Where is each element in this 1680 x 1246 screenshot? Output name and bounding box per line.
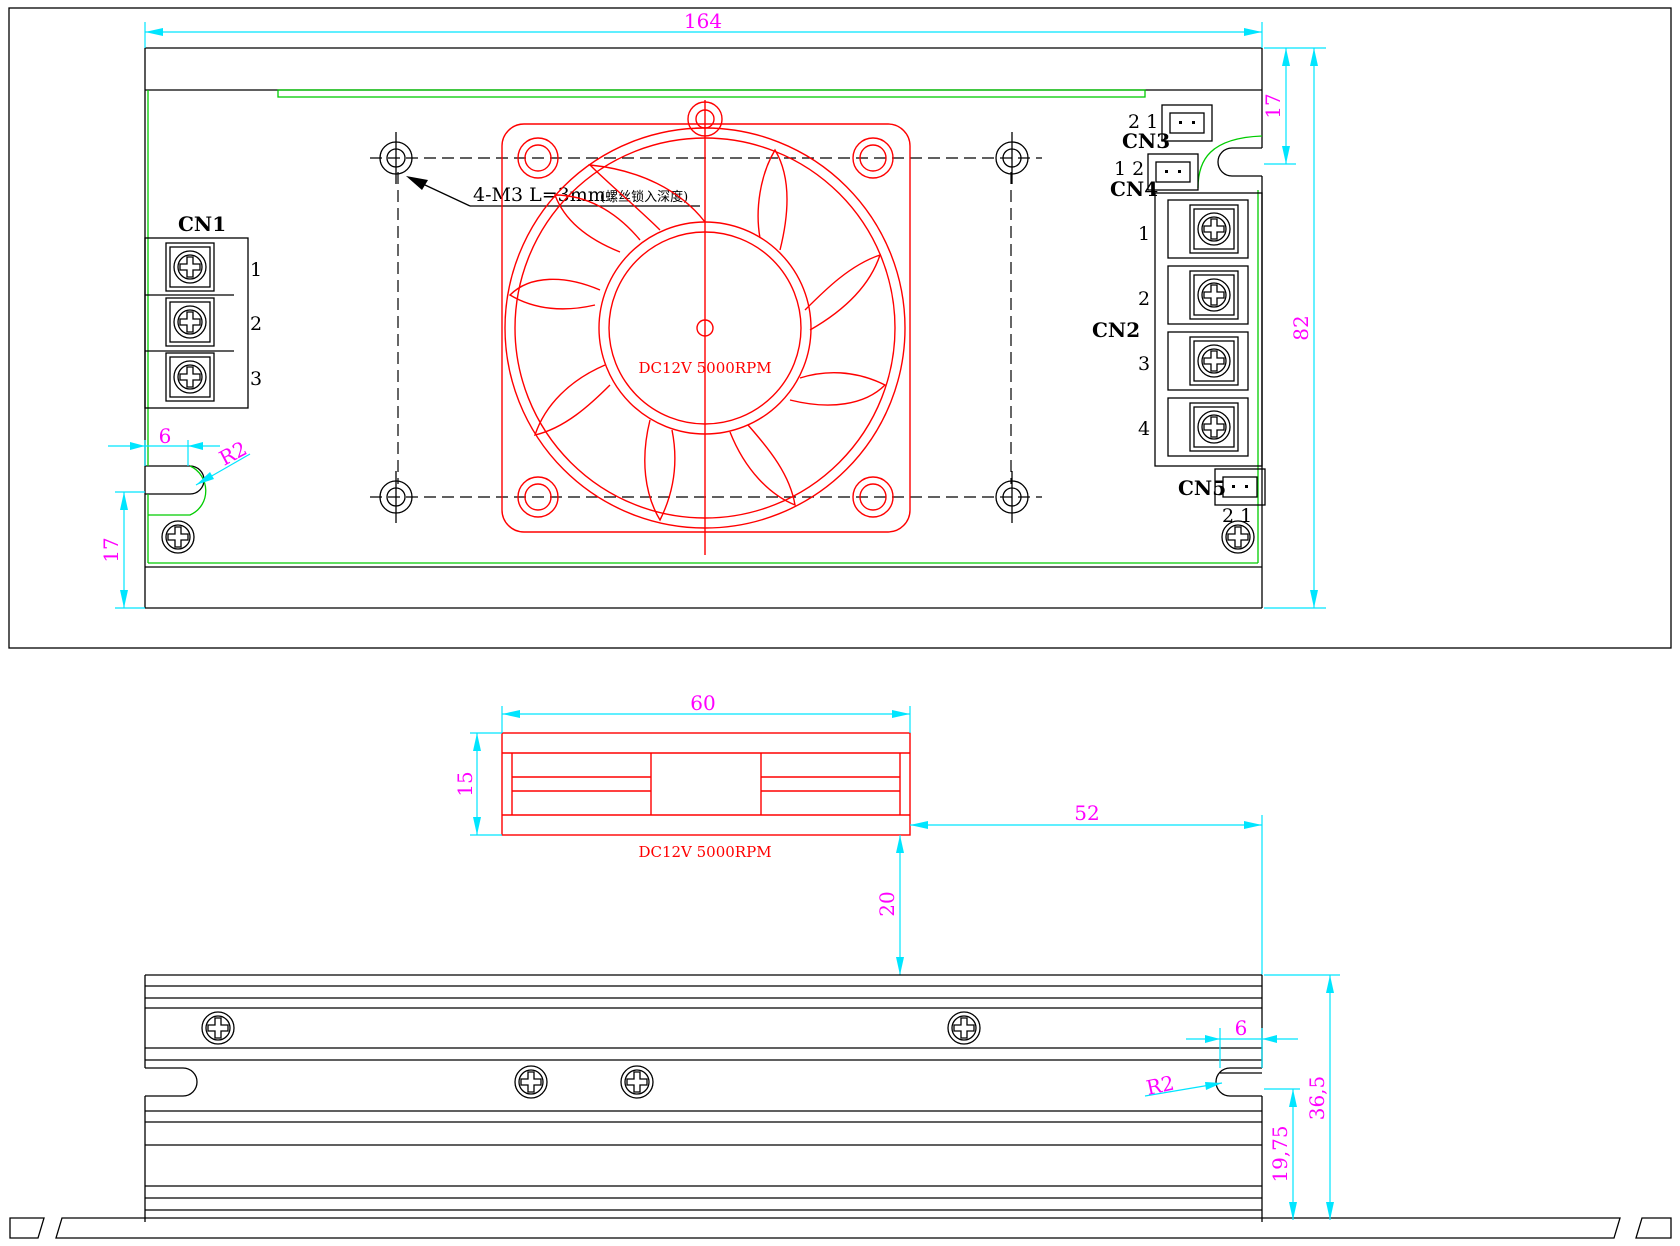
cn5-connector: CN5 2 1 (1178, 468, 1266, 527)
dimension-20: 20 (875, 835, 904, 975)
screw-icon (514, 1065, 548, 1099)
dimension-6-top: 6 (108, 424, 220, 466)
dimension-60-text: 60 (690, 691, 715, 715)
cn1-pin-1: 1 (250, 259, 262, 281)
cn1-pin-3: 3 (250, 368, 262, 390)
fan-spec-side: DC12V 5000RPM (638, 843, 771, 861)
dimension-36-5-text: 36,5 (1305, 1076, 1329, 1121)
dimension-17-top-text: 17 (1261, 93, 1285, 118)
cn1-connector: CN1 1 2 3 (144, 212, 262, 409)
cn3-pins: 2 1 (1128, 111, 1158, 133)
dimension-19-75-text: 19,75 (1268, 1125, 1292, 1182)
side-view: DC12V 5000RPM 60 15 52 (9, 691, 1672, 1239)
top-view: 4-M3 L=3mm (螺丝锁入深度) (8, 7, 1672, 649)
dimension-r2-top: R2 (195, 436, 251, 486)
dimension-60: 60 (501, 691, 911, 733)
heatsink-profile (144, 974, 1263, 1222)
cn3-label: CN3 (1122, 129, 1170, 153)
cn2-pin-2: 2 (1138, 288, 1150, 310)
dimension-164: 164 (144, 9, 1263, 48)
dimension-r2-side: R2 (1144, 1071, 1223, 1100)
dimension-6-top-text: 6 (159, 424, 172, 448)
cn2-label: CN2 (1092, 318, 1140, 342)
dimension-17-top: 17 (1261, 48, 1296, 165)
top-view-frame (8, 7, 1672, 649)
fan-side-view: DC12V 5000RPM (501, 732, 911, 861)
dimension-52: 52 (910, 801, 1263, 975)
fan-mount-pattern (370, 157, 1042, 498)
dimension-20-text: 20 (875, 891, 899, 916)
dimension-15-text: 15 (453, 771, 477, 796)
cn2-pin-3: 3 (1138, 353, 1150, 375)
dimension-82: 82 (1264, 47, 1326, 609)
fan-blades (508, 148, 887, 522)
dimension-52-text: 52 (1074, 801, 1099, 825)
mount-note-main: 4-M3 L=3mm (473, 184, 606, 206)
cn5-label: CN5 (1178, 476, 1226, 500)
fan-frame (501, 123, 911, 533)
screw-icon (161, 520, 195, 554)
cn2-connector: CN2 1 2 3 4 (1092, 192, 1263, 467)
screw-icon (947, 1011, 981, 1045)
cn3-connector: 2 1 CN3 (1122, 104, 1213, 153)
cn4-connector: 1 2 CN4 (1110, 153, 1199, 201)
dimension-17-bottom: 17 (99, 491, 145, 609)
fan-top-view: DC12V 5000RPM (501, 100, 911, 555)
cn2-pin-4: 4 (1138, 418, 1150, 440)
cn5-pins: 2 1 (1222, 505, 1252, 527)
dimension-17-bottom-text: 17 (99, 537, 123, 562)
screw-icon (620, 1065, 654, 1099)
dimension-r2-side-text: R2 (1144, 1071, 1176, 1100)
cn4-label: CN4 (1110, 177, 1158, 201)
mount-note: 4-M3 L=3mm (螺丝锁入深度) (406, 176, 700, 207)
dimension-164-text: 164 (684, 9, 722, 33)
base-plate (9, 1217, 1672, 1239)
mount-note-sub: (螺丝锁入深度) (600, 189, 688, 205)
dimension-36-5: 36,5 (1264, 974, 1340, 1220)
dimension-15: 15 (453, 732, 502, 836)
pcb-outline (147, 89, 1263, 564)
dimension-19-75: 19,75 (1264, 1088, 1300, 1220)
dimension-82-text: 82 (1289, 315, 1313, 340)
screw-icon (201, 1011, 235, 1045)
cn2-pin-1: 1 (1138, 223, 1150, 245)
dimension-6-side: 6 (1186, 1016, 1298, 1068)
cn1-pin-2: 2 (250, 313, 262, 335)
dimension-r2-top-text: R2 (215, 436, 251, 470)
dimension-6-side-text: 6 (1235, 1016, 1248, 1040)
cn4-pins: 1 2 (1114, 158, 1144, 180)
fan-spec-top: DC12V 5000RPM (638, 359, 771, 377)
cn1-label: CN1 (178, 212, 226, 236)
